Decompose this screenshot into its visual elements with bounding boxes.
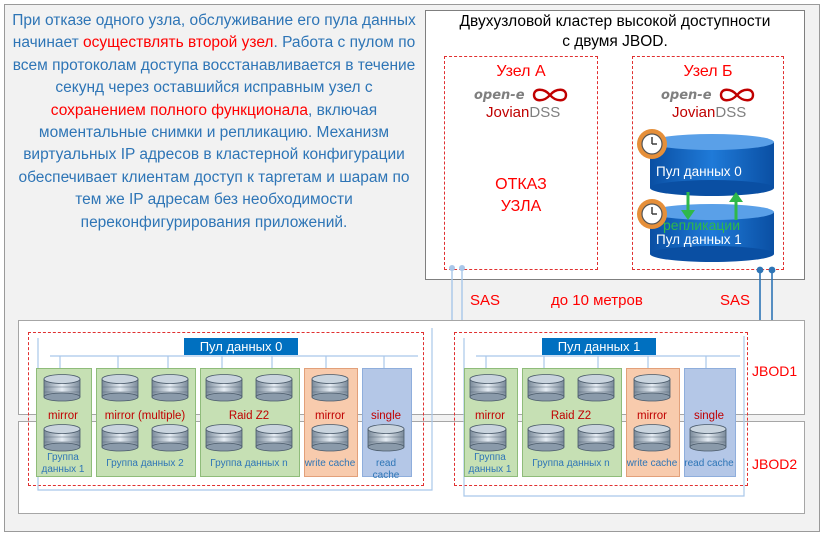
- disk-icon: [311, 374, 349, 402]
- disk-icon: [151, 424, 189, 452]
- disk-icon: [577, 374, 615, 402]
- disk-icon: [527, 424, 565, 452]
- disk-icon: [469, 374, 507, 402]
- node-b-product-1: Jovian: [672, 104, 716, 121]
- sas-left-label: SAS: [470, 292, 501, 309]
- pool-0-group-1-caption-line-2: данных 1: [41, 464, 85, 475]
- node-b-box: [632, 56, 784, 270]
- disk-icon: [527, 374, 565, 402]
- pool-0-write-cache-caption: write cache: [304, 458, 356, 469]
- disk-icon: [101, 374, 139, 402]
- disk-icon: [311, 424, 349, 452]
- pool-1-group-n-type: Raid Z2: [550, 410, 592, 422]
- node-a-box: [444, 56, 598, 270]
- node-b-pool-1-label: Пул данных 1: [656, 232, 742, 247]
- node-failure-label: ОТКАЗ УЗЛА: [444, 174, 598, 218]
- pool-0-group-1-type: mirror: [47, 410, 79, 422]
- description-part-1: При отказе одного узла, обслуживание его…: [12, 12, 416, 52]
- pool-0-write-cache-type: mirror: [314, 410, 346, 422]
- disk-icon: [151, 374, 189, 402]
- pool-1-group-1-type: mirror: [474, 410, 506, 422]
- disk-icon: [43, 374, 81, 402]
- disk-icon: [205, 424, 243, 452]
- pool-0-read-cache-type: single: [370, 410, 402, 422]
- pool-0-bar: Пул данных 0: [184, 338, 298, 355]
- pool-1-cylinder: [650, 204, 774, 262]
- disk-icon: [689, 424, 727, 452]
- pool-1-group-1-caption-line-1: Группа: [474, 452, 506, 463]
- disk-icon: [255, 374, 293, 402]
- pool-0-group-1-caption: Группа данных 1: [36, 452, 90, 476]
- node-b-product-2: DSS: [715, 104, 747, 121]
- description-highlight-1: осуществлять второй узел: [83, 34, 274, 52]
- distance-label: до 10 метров: [551, 292, 643, 309]
- pool-0-read-cache: [362, 368, 412, 477]
- node-failure-line-1: ОТКАЗ: [495, 176, 547, 193]
- disk-icon: [43, 424, 81, 452]
- pool-0-outline: [28, 332, 424, 486]
- cluster-title-line-2: с двумя JBOD.: [562, 33, 668, 50]
- snapshot-clock-icon: [637, 199, 667, 229]
- pool-0-group-1-caption-line-1: Группа: [47, 452, 79, 463]
- disk-icon: [469, 424, 507, 452]
- pool-1-bar: Пул данных 1: [542, 338, 656, 355]
- disk-icon: [101, 424, 139, 452]
- node-b-product: JovianDSS: [672, 104, 746, 122]
- description-text: При отказе одного узла, обслуживание его…: [12, 10, 416, 234]
- pool-1-outline: [454, 332, 748, 486]
- node-a-logo-text: open-e: [474, 88, 525, 103]
- node-b-logo: open-e: [661, 86, 761, 104]
- snapshot-clock-icon: [637, 129, 667, 159]
- node-b-pool-0-label: Пул данных 0: [656, 164, 742, 179]
- disk-icon: [633, 424, 671, 452]
- sas-right-label: SAS: [720, 292, 751, 309]
- node-b-title: Узел Б: [683, 63, 733, 80]
- pool-1-group-1-caption: Группа данных 1: [464, 452, 516, 476]
- node-a-product-1: Jovian: [486, 104, 530, 121]
- node-a-logo: open-e: [474, 86, 574, 104]
- pool-1-write-cache-caption: write cache: [626, 458, 678, 469]
- node-a-title: Узел А: [496, 63, 546, 80]
- pool-1-write-cache-type: mirror: [636, 410, 668, 422]
- disk-icon: [255, 424, 293, 452]
- infinity-icon: [532, 88, 568, 102]
- pool-1-read-cache-caption: read cache: [684, 458, 734, 469]
- infinity-icon: [719, 88, 755, 102]
- node-b-logo-text: open-e: [661, 88, 712, 103]
- description-part-3: , включая моментальные снимки и репликац…: [18, 101, 410, 231]
- pool-1-read-cache-type: single: [693, 410, 725, 422]
- node-a-product-2: DSS: [529, 104, 561, 121]
- node-failure-line-2: УЗЛА: [500, 198, 542, 215]
- pool-0-group-n-type: Raid Z2: [228, 410, 270, 422]
- disk-icon: [633, 374, 671, 402]
- pool-1-group-n-caption: Группа данных n: [532, 458, 610, 469]
- pool-1-read-cache: [684, 368, 736, 477]
- replication-arrows: [681, 192, 743, 220]
- cluster-title-line-1: Двухузловой кластер высокой доступности: [459, 13, 771, 30]
- pool-0-group-2-type: mirror (multiple): [104, 410, 186, 422]
- description-part-2: . Работа с пулом по всем протоколам дост…: [12, 34, 416, 97]
- pool-0-group-2-caption: Группа данных 2: [106, 458, 184, 469]
- jbod1-label: JBOD1: [752, 363, 798, 379]
- cluster-title: Двухузловой кластер высокой доступности …: [426, 12, 804, 52]
- pool-0-group-n-caption: Группа данных n: [210, 458, 288, 469]
- disk-icon: [205, 374, 243, 402]
- replication-label: репликации: [663, 217, 741, 233]
- description-highlight-2: сохранением полного функционала: [50, 101, 308, 119]
- jbod2-label: JBOD2: [752, 456, 798, 472]
- node-a-product: JovianDSS: [486, 104, 560, 122]
- disk-icon: [367, 424, 405, 452]
- pool-0-read-cache-caption: read cache: [372, 458, 400, 481]
- pool-1-group-1-caption-line-2: данных 1: [468, 464, 512, 475]
- disk-icon: [577, 424, 615, 452]
- node-b-pools-graphic: [637, 129, 774, 262]
- pool-0-cylinder: [650, 134, 774, 196]
